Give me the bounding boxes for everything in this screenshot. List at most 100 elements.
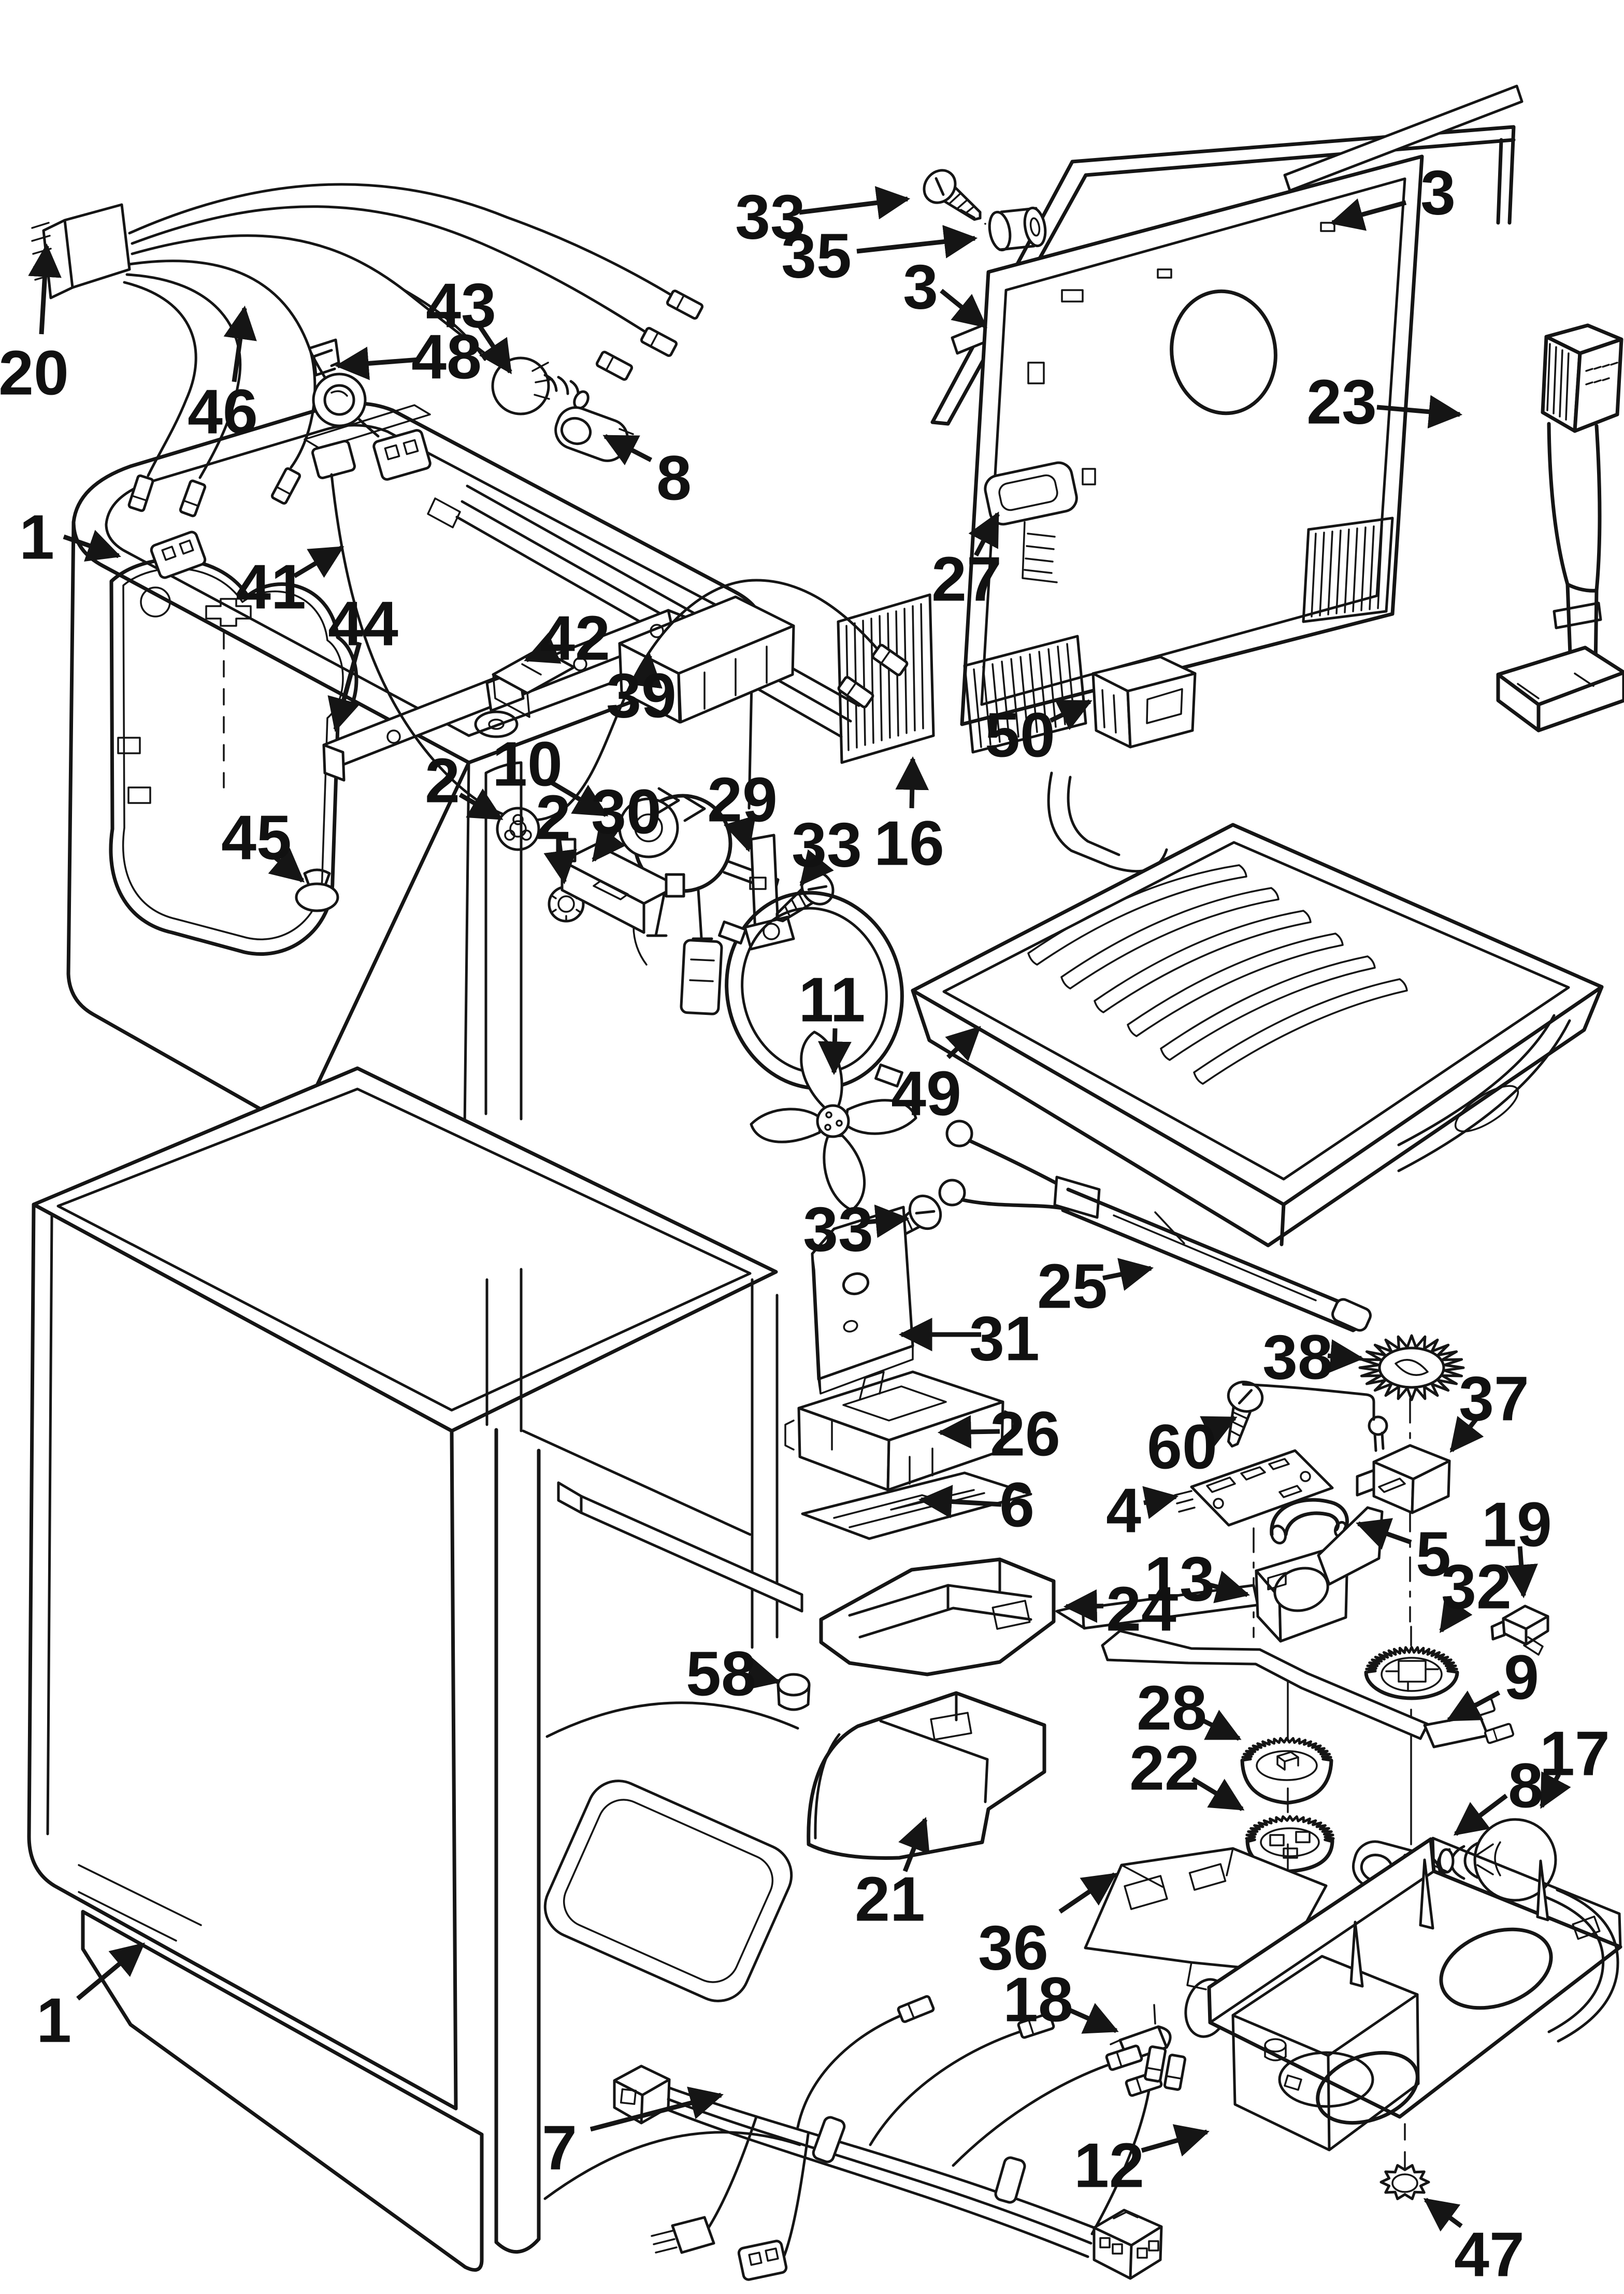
callout-label-8: 8	[656, 442, 692, 513]
callout-42: 42	[524, 603, 610, 673]
evaporator-fins-16	[837, 593, 935, 764]
callout-label-48: 48	[411, 321, 482, 392]
cover-39	[618, 595, 795, 724]
callout-16: 16	[874, 756, 944, 878]
callout-1: 1	[36, 1942, 145, 2055]
callout-41: 41	[236, 546, 344, 622]
interior-back-corner	[485, 1268, 752, 1536]
callout-label-50: 50	[985, 699, 1055, 770]
callout-label-4: 4	[1106, 1475, 1141, 1545]
callout-32: 32	[1439, 1551, 1512, 1633]
multi-pin-connector-12	[1093, 2209, 1163, 2280]
wire-harness-bottom	[613, 1996, 1185, 2281]
callout-label-27: 27	[931, 543, 1002, 614]
mid-column-parts	[777, 1190, 1056, 1860]
chevron-marks	[657, 787, 706, 822]
callout-23: 23	[1306, 366, 1463, 437]
spacer-35	[960, 206, 1047, 252]
cabinet-front-face	[27, 1202, 458, 2111]
callout-label-37: 37	[1459, 1363, 1529, 1433]
callout-1: 1	[19, 501, 121, 572]
callout-38: 38	[1262, 1322, 1364, 1392]
connector-20	[42, 203, 131, 299]
callout-arrow-28	[1195, 1710, 1242, 1741]
cabinet-skirt	[81, 1910, 484, 2272]
control-parts	[1055, 1334, 1622, 2200]
callout-label-3: 3	[903, 251, 938, 322]
panel-hole	[1170, 289, 1277, 415]
callout-44: 44	[327, 588, 398, 732]
callout-arrow-8	[602, 434, 653, 466]
cabinet-lower	[27, 1066, 803, 2272]
air-tower-23	[1496, 323, 1624, 733]
callout-label-38: 38	[1262, 1322, 1333, 1392]
plug-button-58	[777, 1673, 811, 1711]
callout-arrow-1	[76, 1942, 145, 2001]
callout-47: 47	[1423, 2198, 1525, 2289]
callout-18: 18	[1003, 1964, 1119, 2034]
callout-label-45: 45	[221, 802, 292, 872]
fan-blade-11	[750, 1030, 917, 1212]
clip-48	[308, 338, 340, 377]
callout-label-35: 35	[781, 220, 852, 291]
callout-label-21: 21	[855, 1863, 925, 1934]
screw-60	[1216, 1378, 1266, 1451]
callout-label-11: 11	[799, 964, 866, 1035]
cup-28	[1240, 1737, 1333, 1805]
callout-label-58: 58	[686, 1638, 756, 1709]
callout-arrow-17	[1540, 1771, 1571, 1809]
thermostat-37	[1242, 1383, 1451, 1514]
callout-arrow-3	[1330, 198, 1407, 231]
callout-label-19: 19	[1482, 1489, 1552, 1559]
callout-8: 8	[602, 434, 692, 513]
callout-arrow-44	[327, 641, 362, 732]
callout-arrow-50	[1050, 699, 1093, 730]
callout-label-28: 28	[1137, 1672, 1207, 1743]
callout-arrow-22	[1191, 1777, 1245, 1811]
callout-60: 60	[1147, 1411, 1238, 1482]
callout-label-1: 1	[36, 1985, 71, 2055]
drip-tray-assembly	[911, 823, 1604, 1332]
callout-33: 33	[735, 181, 911, 252]
bracket-29	[743, 834, 795, 951]
callout-label-22: 22	[1129, 1732, 1200, 1803]
callout-25: 25	[1037, 1251, 1154, 1321]
callout-arrow-32	[1439, 1596, 1473, 1633]
fan-motor-10	[618, 794, 780, 1015]
callout-arrow-42	[524, 633, 562, 664]
callout-arrow-58	[744, 1657, 781, 1690]
control-console-12	[1207, 1837, 1622, 2152]
callout-label-32: 32	[1441, 1551, 1512, 1622]
callout-label-16: 16	[874, 808, 944, 878]
liner-top-recess	[304, 404, 461, 528]
callout-arrow-5	[1356, 1518, 1412, 1550]
callout-2: 2	[536, 782, 577, 885]
callout-36: 36	[978, 1872, 1117, 1983]
callout-arrow-26	[937, 1415, 1000, 1449]
interior-shelf-rail	[557, 1481, 803, 1613]
callout-arrow-18	[1065, 2003, 1119, 2034]
callout-35: 35	[781, 220, 978, 291]
callout-12: 12	[1074, 2124, 1210, 2200]
callout-arrow-36	[1058, 1872, 1117, 1914]
callout-label-26: 26	[990, 1398, 1060, 1469]
callout-22: 22	[1129, 1732, 1245, 1811]
callout-26: 26	[937, 1398, 1060, 1469]
screw-33-top	[918, 164, 991, 232]
callout-label-23: 23	[1306, 366, 1377, 437]
panel-vent-right	[1302, 517, 1394, 623]
tray-pocket	[1397, 1014, 1571, 1172]
callout-arrow-33	[799, 186, 911, 220]
callout-31: 31	[898, 1303, 1040, 1373]
callout-label-20: 20	[0, 337, 69, 408]
back-panel	[960, 154, 1424, 726]
small-plug	[737, 2240, 788, 2281]
callout-label-2: 2	[425, 745, 460, 815]
defrost-wire-41	[311, 439, 908, 822]
grommet-45	[295, 868, 339, 912]
callout-label-9: 9	[1504, 1642, 1539, 1712]
callout-49: 49	[891, 1026, 981, 1128]
tray-ribs	[1027, 864, 1408, 1085]
